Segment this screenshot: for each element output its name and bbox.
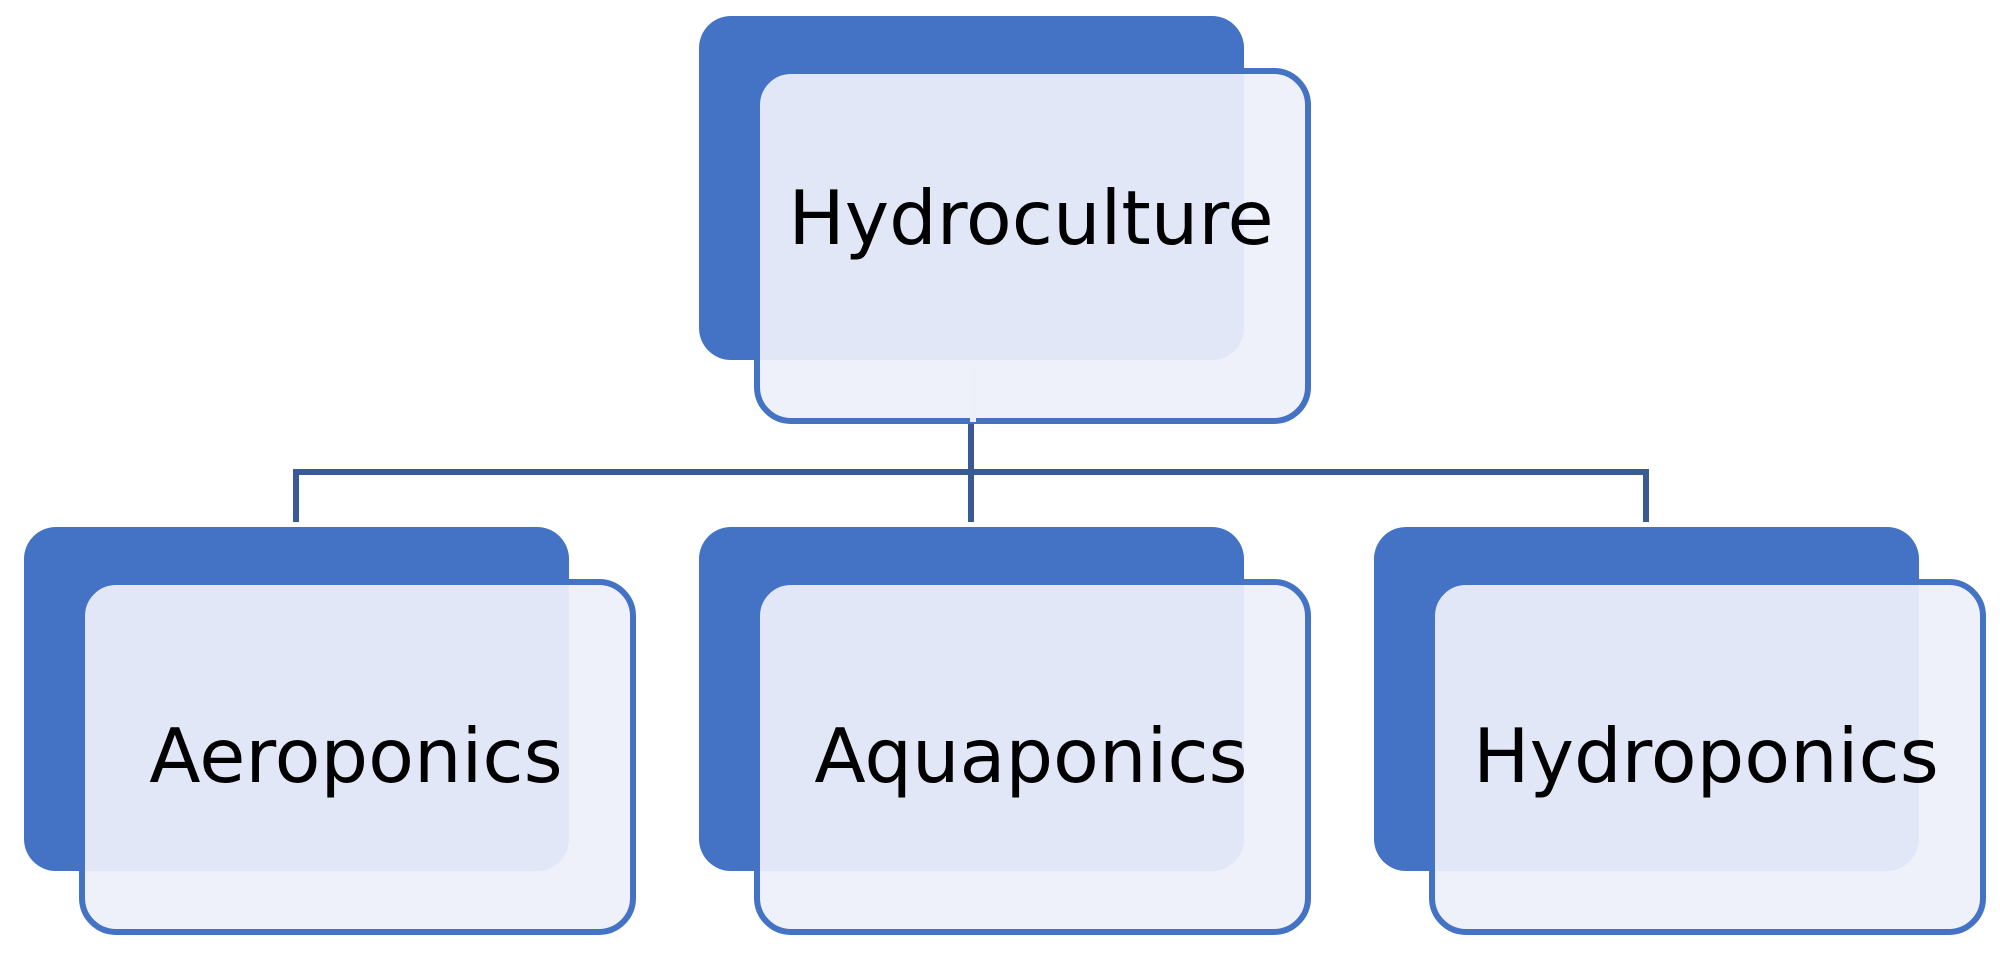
- node-aquaponics: Aquaponics: [699, 527, 1311, 935]
- node-hydroculture: Hydroculture: [699, 16, 1311, 424]
- node-front-panel: [754, 68, 1311, 424]
- node-hydroponics: Hydroponics: [1374, 527, 1986, 935]
- child-node-label-hydroponics: Hydroponics: [1473, 712, 1939, 800]
- child-node-label-aeroponics: Aeroponics: [149, 712, 562, 800]
- node-front-panel: [754, 579, 1311, 935]
- child-node-label-aquaponics: Aquaponics: [814, 712, 1247, 800]
- node-front-panel: [79, 579, 636, 935]
- node-aeroponics: Aeroponics: [24, 527, 636, 935]
- root-node-label: Hydroculture: [788, 174, 1273, 262]
- node-front-panel: [1429, 579, 1986, 935]
- connector-group: [293, 422, 1649, 522]
